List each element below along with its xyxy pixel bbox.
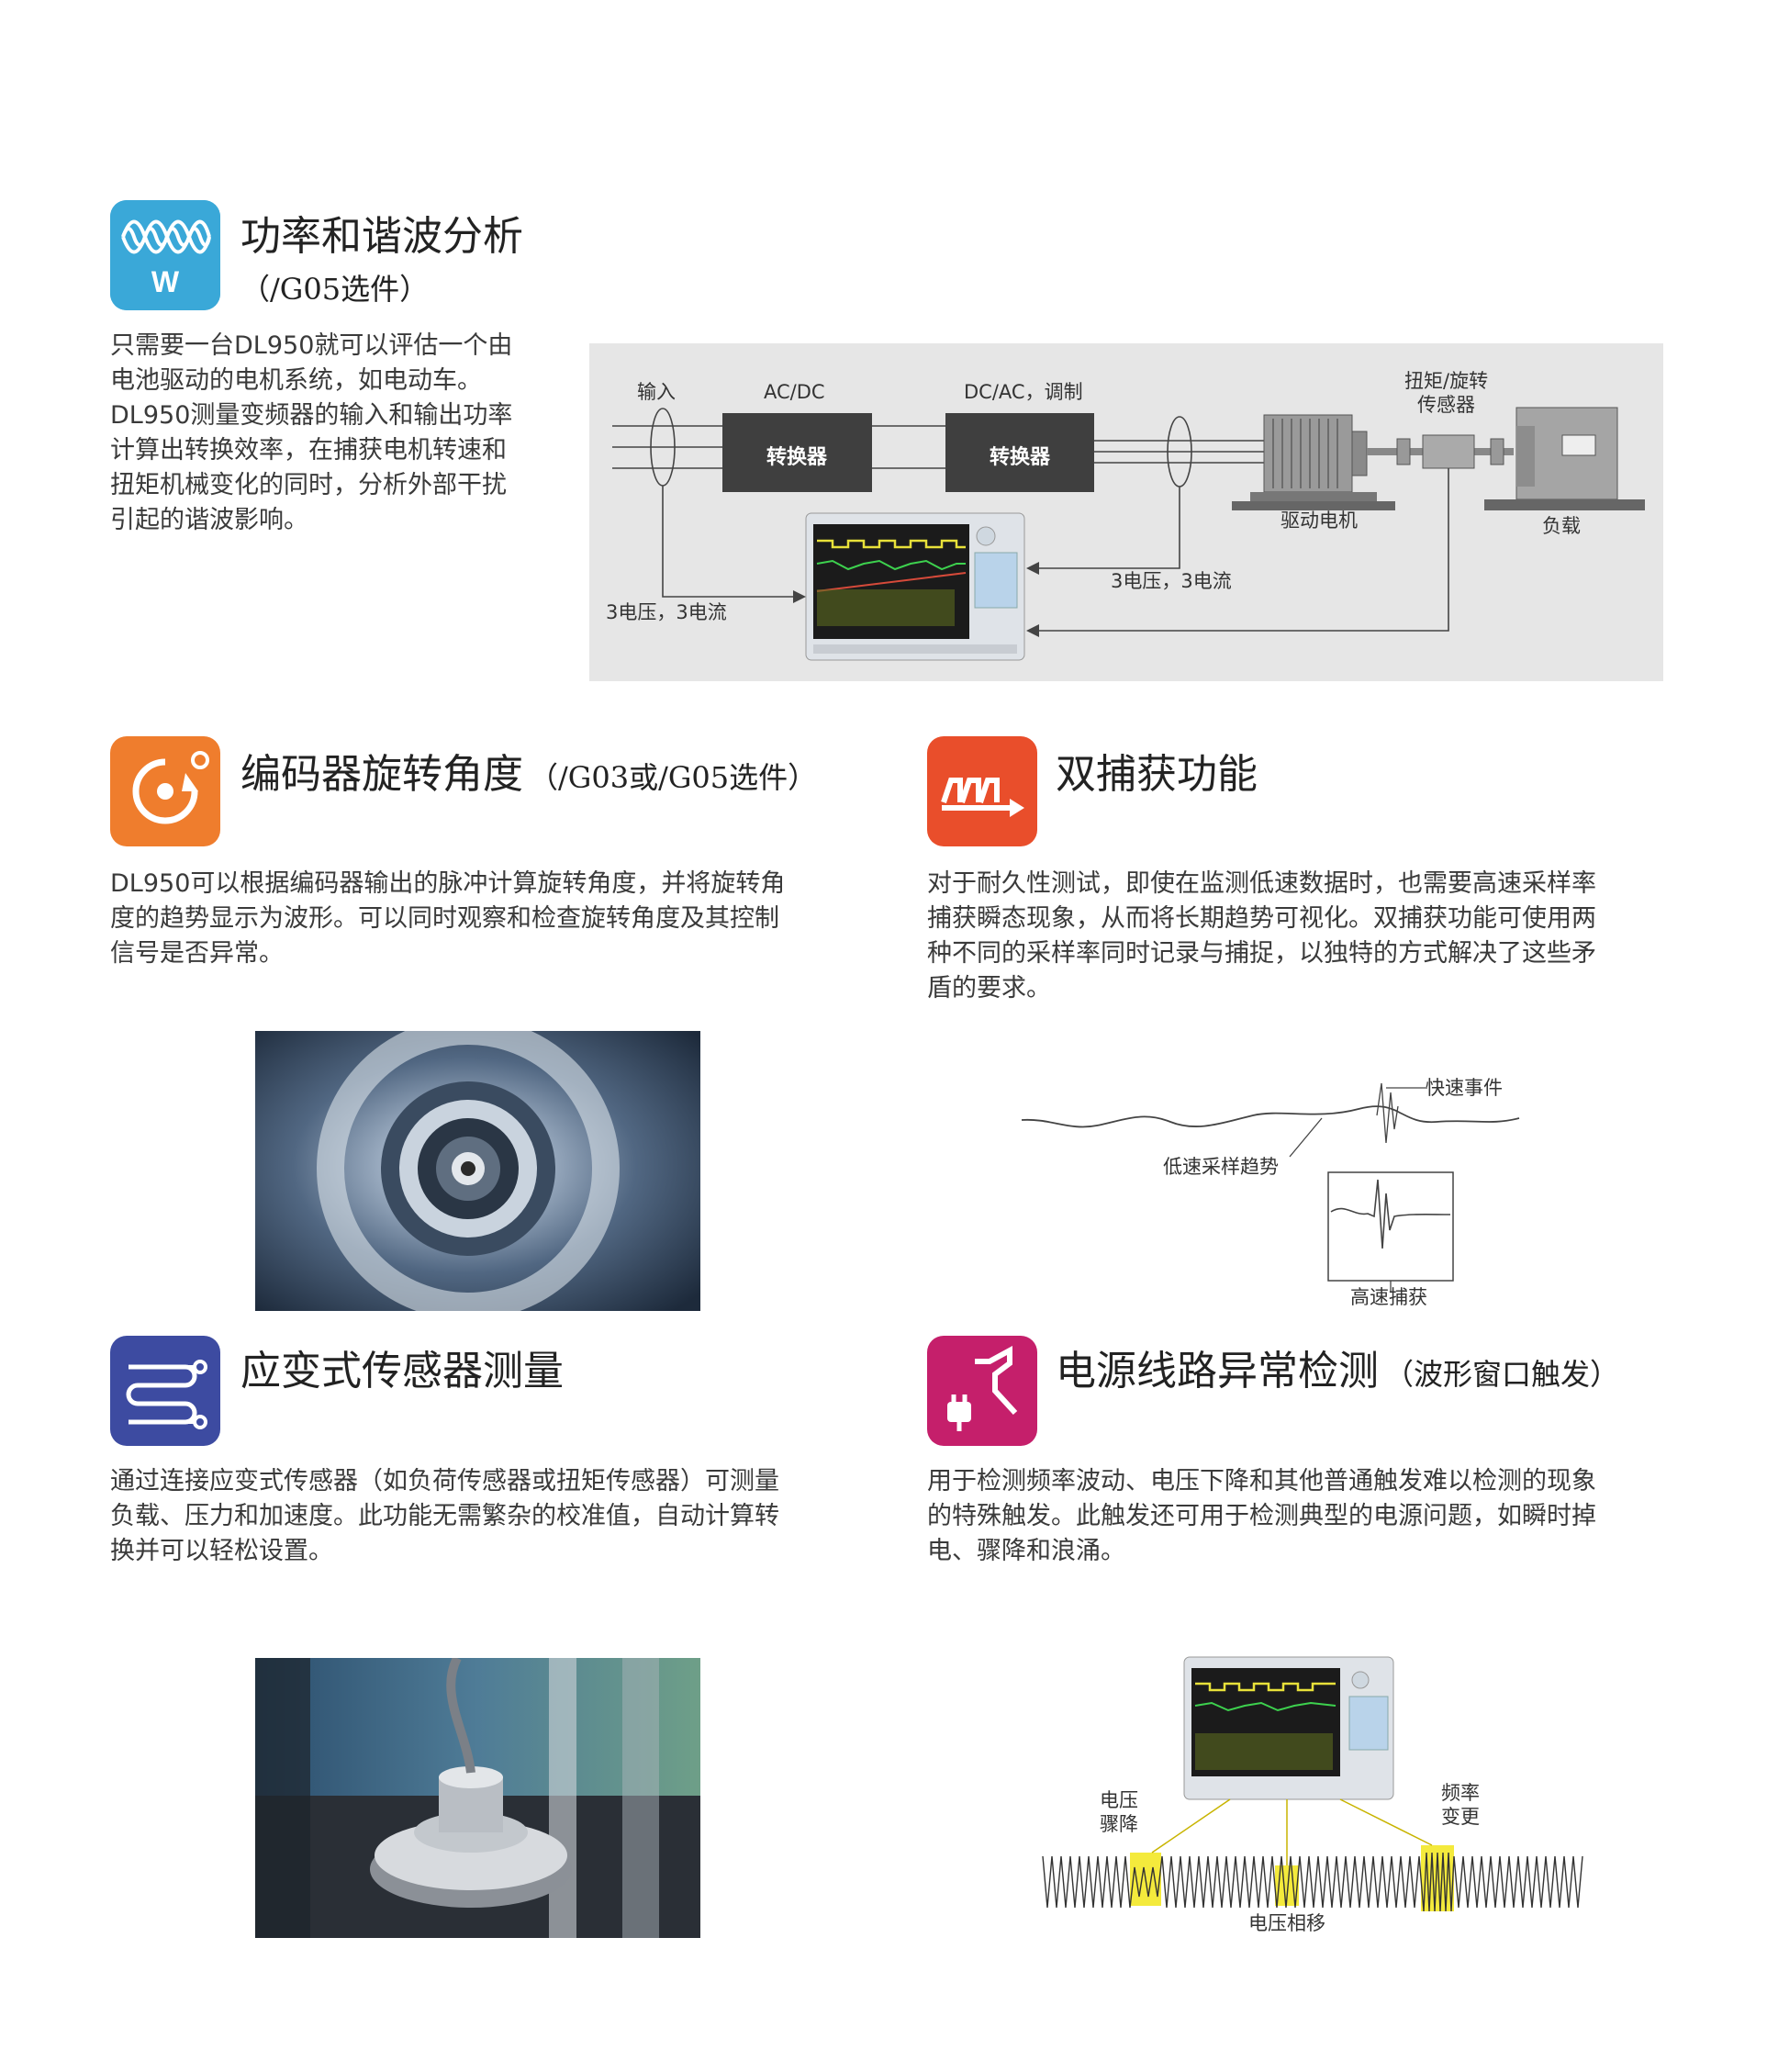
strain-body: 通过连接应变式传感器（如负荷传感器或扭矩传感器）可测量 负载、压力和加速度。此功… (110, 1467, 779, 1565)
strain-gauge-icon (110, 1336, 220, 1446)
motor-label: 驱动电机 (1281, 510, 1358, 532)
dual-title: 双捕获功能 (1056, 751, 1258, 798)
dual-capture-diagram: 快速事件 低速采样趋势 高速捕获 (1014, 1065, 1528, 1313)
dcac-label: DC/AC，调制 (964, 381, 1083, 403)
freq-change-label: 频率 变更 (1441, 1782, 1480, 1828)
vi-left-label: 3电压，3电流 (606, 601, 727, 623)
strain-title: 应变式传感器测量 (240, 1348, 564, 1394)
fast-event-label: 快速事件 (1426, 1077, 1503, 1099)
converter-1-label: 转换器 (766, 446, 828, 469)
power-title: 功率和谐波分析 (240, 213, 523, 260)
input-label: 输入 (637, 381, 676, 403)
load-machine (1484, 407, 1645, 510)
load-label: 负载 (1542, 515, 1581, 537)
svg-text:W: W (151, 265, 180, 298)
power-line-trigger-icon (927, 1336, 1037, 1446)
encoder-title: 编码器旋转角度（/G03或/G05选件） (240, 751, 818, 798)
strain-sensor-photo (255, 1658, 700, 1938)
dual-capture-icon (927, 736, 1037, 846)
power-system-diagram: 输入 AC/DC DC/AC，调制 转换器 转换器 扭矩/旋转 传感器 驱动电机… (589, 343, 1663, 681)
converter-2-label: 转换器 (990, 446, 1051, 469)
encoder-photo (255, 1031, 700, 1311)
encoder-rotation-icon (110, 736, 220, 846)
power-line-anomaly-diagram: 电压 骤降 频率 变更 电压相移 (1037, 1652, 1588, 1955)
fast-capture-label: 高速捕获 (1350, 1286, 1427, 1308)
slow-trend-label: 低速采样趋势 (1163, 1156, 1279, 1178)
vi-right-label: 3电压，3电流 (1111, 570, 1232, 592)
drive-motor (1232, 414, 1395, 510)
encoder-body: DL950可以根据编码器输出的脉冲计算旋转角度，并将旋转角 度的趋势显示为波形。… (110, 869, 786, 968)
dl950-recorder (805, 512, 1025, 661)
sensor-label: 扭矩/旋转 传感器 (1404, 370, 1489, 416)
powerline-body: 用于检测频率波动、电压下降和其他普通触发难以检测的现象 的特殊触发。此触发还可用… (927, 1467, 1596, 1565)
dl950-recorder-small (1183, 1656, 1394, 1800)
power-harmonics-icon: W (110, 200, 220, 310)
torque-sensor (1422, 434, 1475, 469)
power-subtitle: （/G05选件） (240, 272, 430, 307)
powerline-title: 电源线路异常检测（波形窗口触发） (1056, 1348, 1620, 1394)
voltage-sag-label: 电压 骤降 (1100, 1789, 1138, 1835)
acdc-label: AC/DC (764, 381, 825, 403)
power-body: 只需要一台DL950就可以评估一个由 电池驱动的电机系统，如电动车。 DL950… (110, 331, 513, 534)
phase-shift-label: 电压相移 (1248, 1912, 1325, 1934)
dual-body: 对于耐久性测试，即使在监测低速数据时，也需要高速采样率 捕获瞬态现象，从而将长期… (927, 869, 1596, 1002)
